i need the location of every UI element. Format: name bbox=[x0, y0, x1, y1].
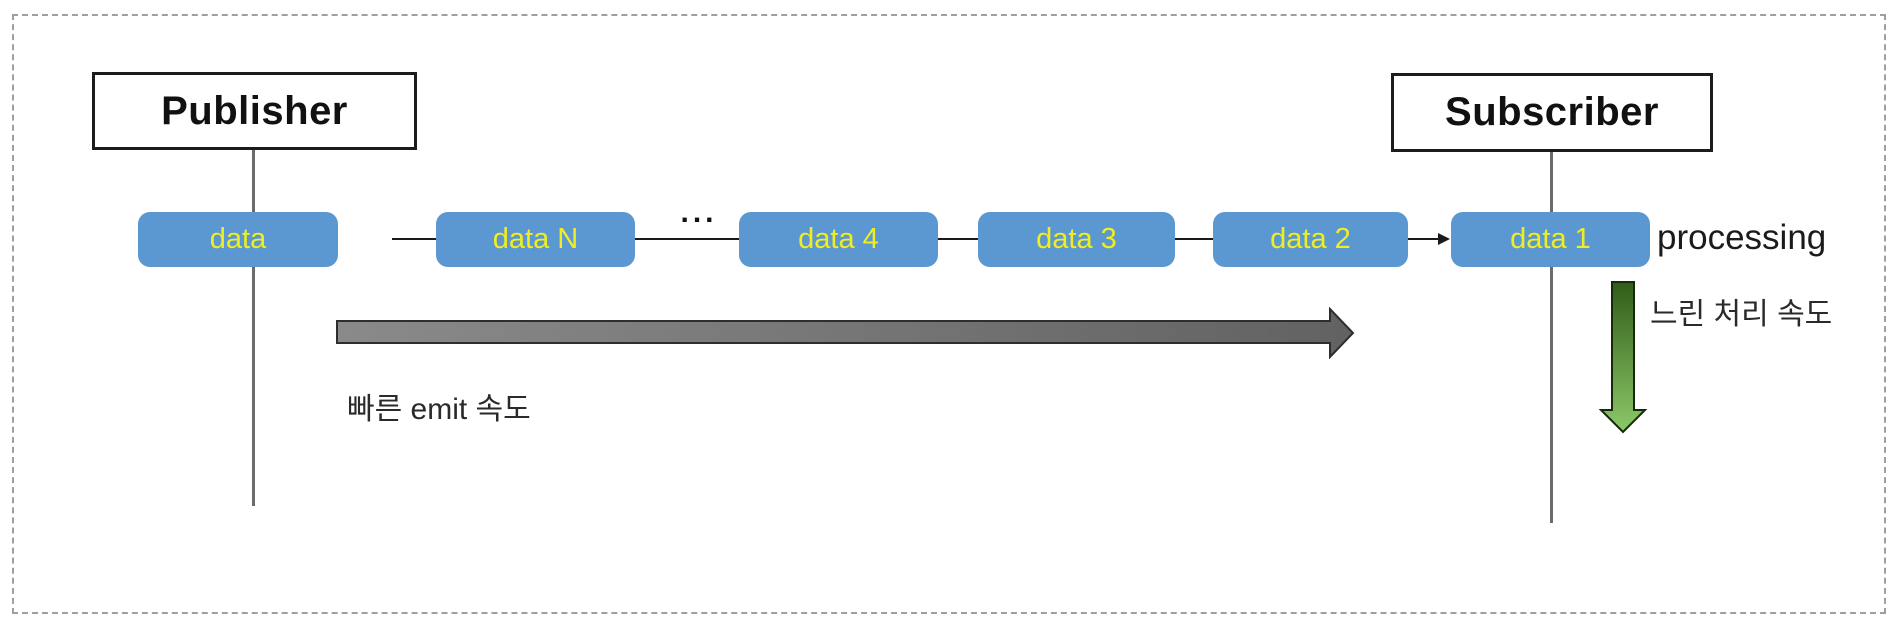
subscriber-lifeline bbox=[1550, 152, 1553, 523]
data-box-label: data 1 bbox=[1510, 223, 1591, 255]
data-box-label: data 3 bbox=[1036, 223, 1117, 255]
data-box-source: data bbox=[138, 212, 338, 267]
connector-line bbox=[635, 238, 740, 240]
connector-line bbox=[1175, 238, 1213, 240]
data-box-n: data N bbox=[436, 212, 635, 267]
data-box-label: data 2 bbox=[1270, 223, 1351, 255]
emit-speed-label: 빠른 emit 속도 bbox=[347, 393, 531, 426]
connector-line bbox=[938, 238, 978, 240]
subscriber-box: Subscriber bbox=[1391, 73, 1713, 152]
data-box-4: data 4 bbox=[739, 212, 938, 267]
diagram-border bbox=[12, 14, 1886, 614]
data-box-3: data 3 bbox=[978, 212, 1175, 267]
connector-line bbox=[392, 238, 436, 240]
data-box-label: data 4 bbox=[798, 223, 879, 255]
connector-arrow-line bbox=[1408, 238, 1442, 240]
processing-speed-arrow-icon bbox=[1598, 281, 1648, 434]
data-box-2: data 2 bbox=[1213, 212, 1408, 267]
processing-speed-label: 느린 처리 속도 bbox=[1650, 298, 1833, 331]
publisher-lifeline bbox=[252, 150, 255, 506]
connector-arrowhead-icon bbox=[1438, 233, 1450, 245]
emit-speed-arrow-icon bbox=[336, 307, 1355, 359]
data-box-label: data N bbox=[492, 223, 579, 255]
processing-label: processing bbox=[1657, 218, 1827, 257]
subscriber-label: Subscriber bbox=[1445, 90, 1659, 134]
data-box-1: data 1 bbox=[1451, 212, 1650, 267]
stream-ellipsis: ... bbox=[680, 196, 718, 229]
data-box-label: data bbox=[209, 223, 267, 255]
publisher-box: Publisher bbox=[92, 72, 417, 150]
publisher-label: Publisher bbox=[161, 88, 348, 133]
